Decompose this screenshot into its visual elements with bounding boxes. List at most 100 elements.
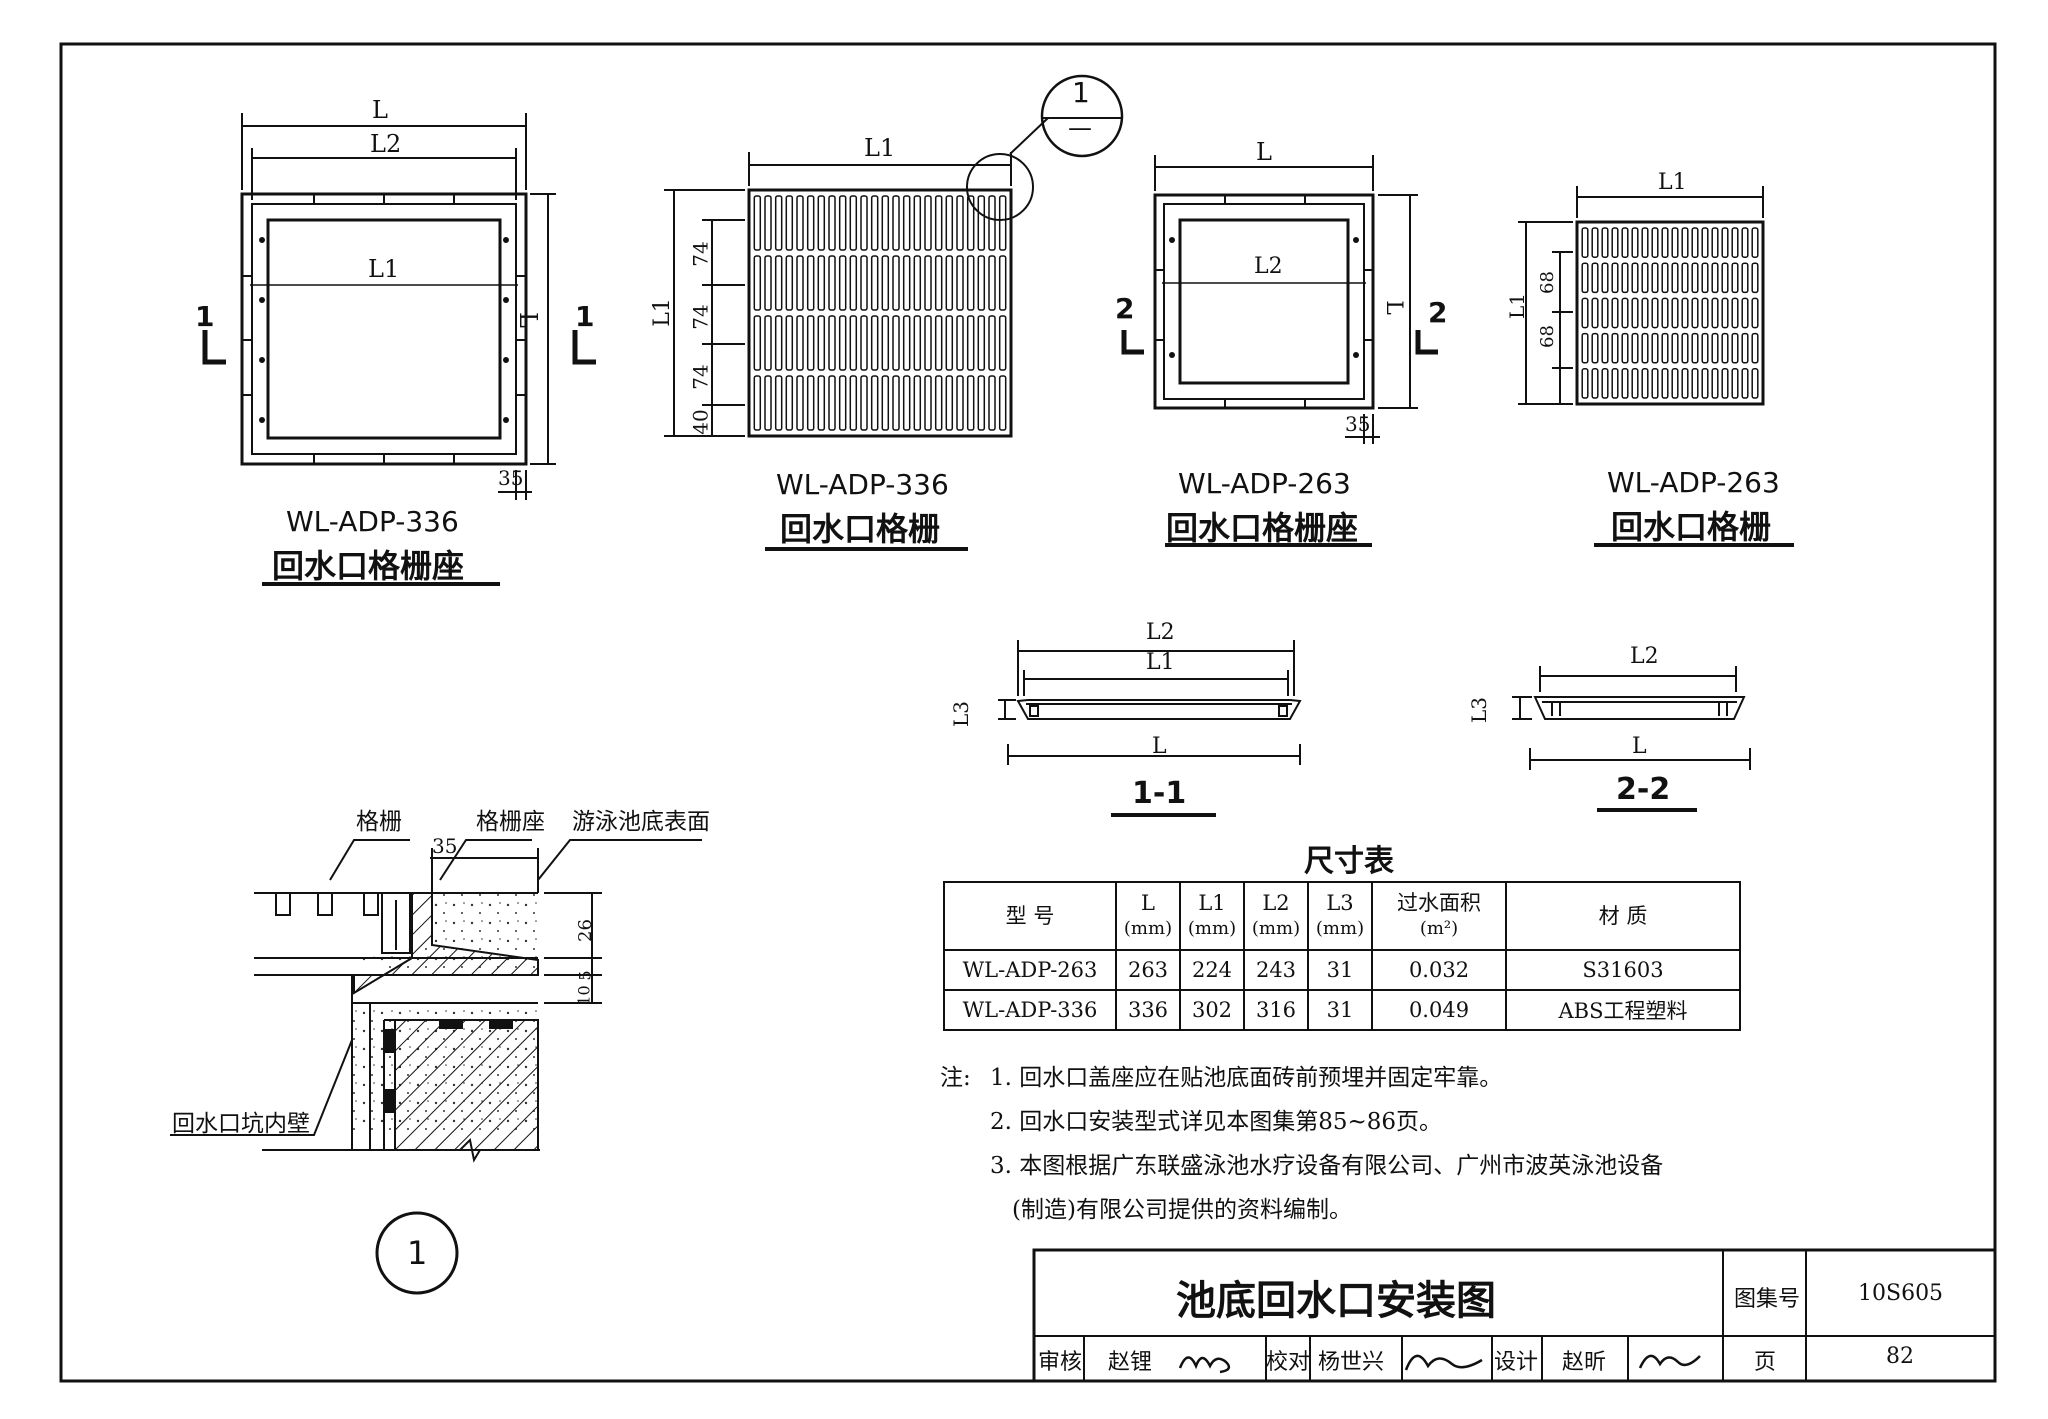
detail-number: 1 <box>407 1234 428 1272</box>
dim-L1-side: L1 <box>649 298 675 327</box>
cell: ABS工程塑料 <box>1505 989 1741 1031</box>
grate-slot <box>1731 227 1739 258</box>
cell: 31 <box>1307 989 1373 1031</box>
grate-slot <box>1581 332 1589 364</box>
grate-slot <box>956 315 964 371</box>
grate-slot <box>1591 262 1599 294</box>
grate-slot <box>1611 297 1619 329</box>
grate-slot <box>1741 332 1749 364</box>
grate-slot <box>860 375 868 431</box>
grate-slot <box>892 315 900 371</box>
grate-slot <box>1621 262 1629 294</box>
grate-slot <box>828 195 836 251</box>
seat-336-dots <box>259 237 509 423</box>
grate-slot <box>1671 227 1679 258</box>
cell: S31603 <box>1505 949 1741 991</box>
grate-slot <box>774 375 783 431</box>
grate-slot <box>1651 368 1659 399</box>
grate-slot <box>1711 368 1719 399</box>
grate-slot <box>1671 297 1679 329</box>
grate-slot <box>945 255 954 311</box>
dim-L: L <box>1256 138 1272 166</box>
grate-slot <box>1681 332 1689 364</box>
grate-slot <box>796 375 804 431</box>
grate-slot <box>1591 332 1599 364</box>
cell: 243 <box>1243 949 1309 991</box>
header-L3: L3(mm) <box>1307 881 1373 951</box>
grate-slot <box>913 195 922 251</box>
grate-slot <box>1691 332 1699 364</box>
grate-slot <box>1651 227 1659 258</box>
dim-68-a: 68 <box>1536 271 1558 294</box>
grate-slot <box>785 195 794 251</box>
grate-slot <box>870 195 879 251</box>
grate-slot <box>1581 262 1589 294</box>
dim-35: 35 <box>1345 412 1371 436</box>
dim-L1-side: L1 <box>1505 292 1530 320</box>
model-label: WL-ADP-336 <box>286 505 459 538</box>
dim-L1: L1 <box>1146 650 1175 675</box>
header-material: 材 质 <box>1505 881 1741 951</box>
dim-L2: L2 <box>370 130 402 158</box>
callout-number: 1 <box>1072 76 1090 109</box>
dim-L1: L1 <box>368 255 400 283</box>
note-1: 1. 回水口盖座应在贴池底面砖前预埋并固定牢靠。 <box>990 1065 1503 1091</box>
model-label: WL-ADP-336 <box>776 468 949 501</box>
grate-slot <box>860 315 868 371</box>
dim-35: 35 <box>498 466 524 490</box>
section-1-1 <box>998 640 1302 817</box>
dim-L1: L1 <box>1658 170 1687 195</box>
grate-slot <box>838 195 847 251</box>
grate-slot <box>1591 227 1599 258</box>
header-L1: L1(mm) <box>1179 881 1245 951</box>
grate-slot <box>902 315 911 371</box>
cell: WL-ADP-263 <box>943 949 1117 991</box>
grate-slot <box>1601 227 1609 258</box>
design-label: 设计 <box>1494 1350 1539 1375</box>
grate-slot <box>977 315 986 371</box>
dim-74-b: 74 <box>688 304 713 330</box>
grate-slot <box>1721 227 1729 258</box>
grate-slot <box>1661 297 1669 329</box>
part-name: 回水口格栅 <box>780 510 941 548</box>
grate-slot <box>1701 227 1709 258</box>
grate-slot <box>1721 368 1729 399</box>
grate-slot <box>1601 368 1609 399</box>
grate-slot <box>849 255 858 311</box>
atlas-number: 10S605 <box>1858 1281 1944 1306</box>
grate-slot <box>1611 368 1619 399</box>
grate-slot <box>1741 227 1749 258</box>
grate-slot <box>796 195 804 251</box>
grate-slot <box>924 375 932 431</box>
grate-slot <box>1621 368 1629 399</box>
grate-slot <box>817 315 826 371</box>
grate-slot <box>988 195 996 251</box>
grate-slot <box>1641 332 1649 364</box>
label-sump-wall: 回水口坑内壁 <box>172 1111 310 1137</box>
grate-slot <box>966 375 975 431</box>
check-label: 校对 <box>1266 1350 1311 1375</box>
dim-35: 35 <box>432 834 458 858</box>
grate-slot <box>849 315 858 371</box>
grate-slot <box>1691 262 1699 294</box>
dim-L1: L1 <box>864 134 896 162</box>
grate-slot <box>1651 332 1659 364</box>
dim-L-side: L <box>1380 300 1406 315</box>
grate-slot <box>1721 332 1729 364</box>
table-row: WL-ADP-336 336 302 316 31 0.049 ABS工程塑料 <box>943 989 1741 1031</box>
page-number: 82 <box>1886 1344 1914 1369</box>
grate-slot <box>913 315 922 371</box>
grate-slot <box>838 255 847 311</box>
grate-slot <box>998 195 1007 251</box>
page-label: 页 <box>1754 1350 1777 1375</box>
designer-name: 赵昕 <box>1562 1350 1607 1375</box>
detail-1 <box>170 839 702 1295</box>
grate-slot <box>870 375 879 431</box>
grate-slot <box>956 375 964 431</box>
grate-slot <box>1691 227 1699 258</box>
cell: 224 <box>1179 949 1245 991</box>
section-mark-right: 1 <box>575 300 595 333</box>
section-mark-right: 2 <box>1428 296 1448 329</box>
grate-slot <box>849 375 858 431</box>
grate-slot <box>774 195 783 251</box>
